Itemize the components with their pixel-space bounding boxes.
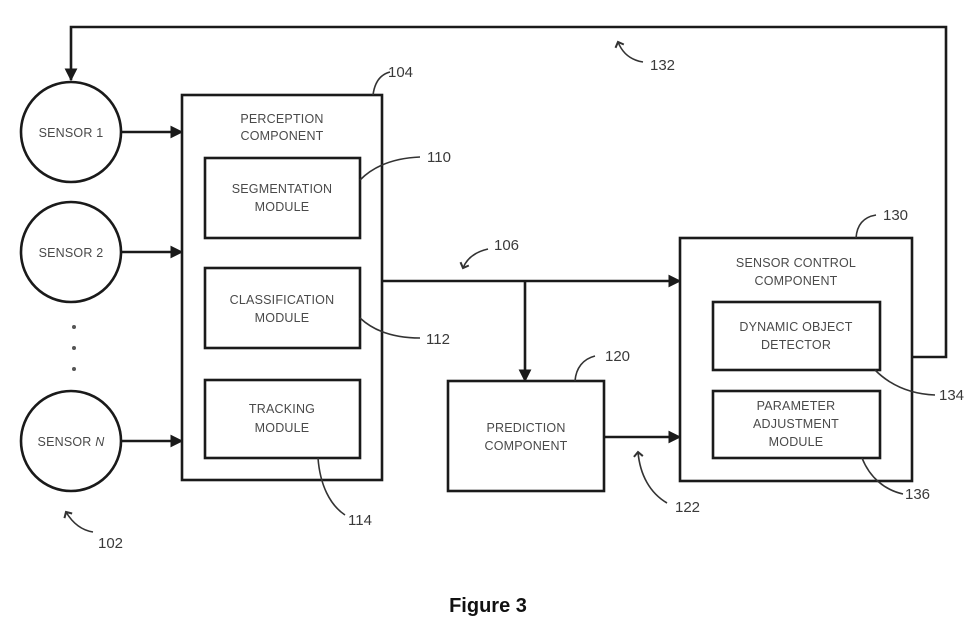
sensor-n: SENSOR N (19, 389, 123, 493)
tracking-line2: MODULE (255, 421, 310, 435)
perception-title-line1: PERCEPTION (240, 112, 323, 126)
parameter-adjustment-module: PARAMETER ADJUSTMENT MODULE (711, 389, 882, 460)
prediction-component: PREDICTION COMPONENT (446, 379, 606, 493)
segmentation-box (203, 156, 362, 240)
ref-114-text: 114 (348, 512, 372, 529)
ellipsis-dot (72, 367, 76, 371)
ref-134-leader (874, 369, 936, 396)
ref-102: 102 (98, 535, 123, 552)
sensor-1: SENSOR 1 (19, 80, 123, 184)
parameter-adjustment-line2: ADJUSTMENT (753, 417, 839, 431)
dynamic-object-line1: DYNAMIC OBJECT (739, 320, 852, 334)
segmentation-line1: SEGMENTATION (232, 182, 333, 196)
ref-106-leader (459, 248, 489, 270)
dynamic-object-line2: DETECTOR (761, 338, 831, 352)
ref-132-leader (614, 40, 644, 63)
sensor-1-label: SENSOR 1 (39, 126, 104, 140)
ref-112-text: 112 (426, 331, 450, 348)
ellipsis-dot (72, 325, 76, 329)
segmentation-module: SEGMENTATION MODULE (203, 156, 362, 240)
ref-120: 120 (605, 348, 630, 365)
ref-114-leader (317, 457, 346, 516)
classification-module: CLASSIFICATION MODULE (203, 266, 362, 350)
tracking-box (203, 378, 362, 460)
dynamic-object-detector-box (711, 300, 882, 372)
ref-122-leader (633, 450, 668, 504)
ref-110: 110 (427, 149, 451, 166)
ellipsis-dot (72, 346, 76, 350)
ref-136-leader (861, 457, 904, 495)
tracking-line1: TRACKING (249, 402, 315, 416)
parameter-adjustment-line3: MODULE (769, 435, 824, 449)
classification-box (203, 266, 362, 350)
ref-136: 136 (905, 486, 930, 503)
ref-120-leader (574, 355, 596, 382)
ref-130: 130 (883, 207, 908, 224)
ref-104: 104 (388, 64, 413, 81)
ref-106: 106 (494, 237, 519, 254)
prediction-line1: PREDICTION (486, 421, 565, 435)
prediction-line2: COMPONENT (484, 439, 567, 453)
ref-122: 122 (675, 499, 700, 516)
parameter-adjustment-line1: PARAMETER (757, 399, 836, 413)
ref-102-leader (63, 510, 94, 533)
parameter-adjustment-box (711, 389, 882, 460)
perception-component: PERCEPTION COMPONENT SEGMENTATION MODULE… (180, 93, 384, 482)
ref-110-leader (359, 156, 421, 181)
sensor-control-title-line1: SENSOR CONTROL (736, 256, 856, 270)
feedback-connector-132 (64, 25, 948, 359)
ref-112-leader (359, 317, 421, 339)
ref-130-leader (855, 214, 877, 239)
sensor-ellipsis (72, 325, 76, 371)
perception-title-line2: COMPONENT (240, 129, 323, 143)
sensor-n-label: SENSOR N (38, 435, 106, 449)
ref-132: 132 (650, 57, 675, 74)
sensor-control-title-line2: COMPONENT (754, 274, 837, 288)
tracking-module: TRACKING MODULE (203, 378, 362, 460)
figure-caption: Figure 3 (449, 595, 527, 617)
dynamic-object-detector: DYNAMIC OBJECT DETECTOR (711, 300, 882, 372)
segmentation-line2: MODULE (255, 200, 310, 214)
prediction-box (446, 379, 606, 493)
ref-104-leader (372, 71, 391, 96)
sensor-2-label: SENSOR 2 (39, 246, 104, 260)
sensor-control-component: SENSOR CONTROL COMPONENT DYNAMIC OBJECT … (678, 236, 914, 483)
sensor-2: SENSOR 2 (19, 200, 123, 304)
ref-134: 134 (939, 387, 964, 404)
classification-line1: CLASSIFICATION (230, 293, 335, 307)
classification-line2: MODULE (255, 311, 310, 325)
